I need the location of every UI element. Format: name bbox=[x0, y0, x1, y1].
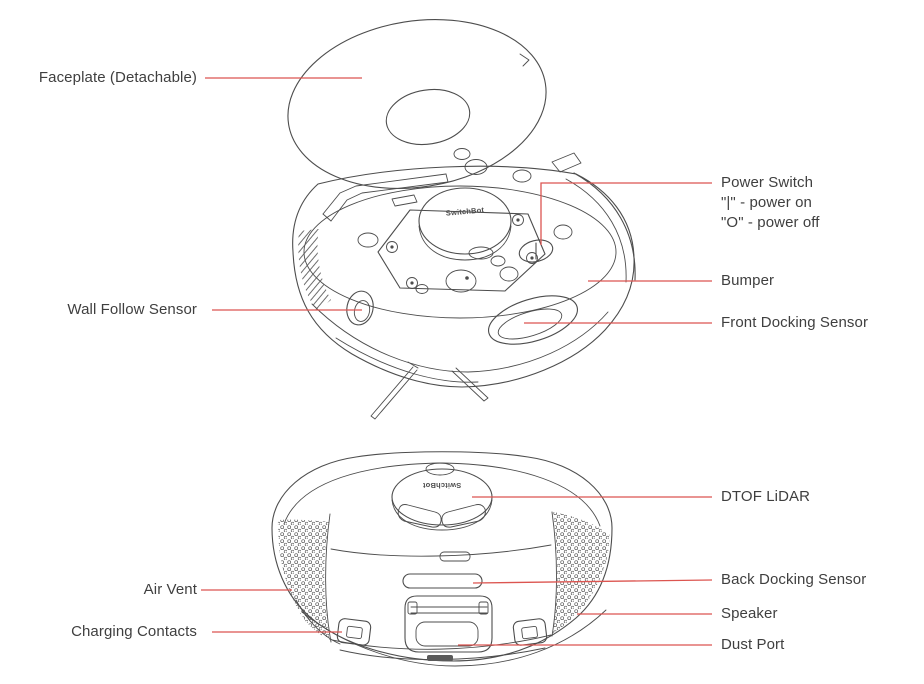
leader-back-docking-sensor bbox=[472, 579, 713, 584]
leader-lines bbox=[201, 77, 713, 646]
lidar-brand-text: SwitchBot bbox=[422, 481, 461, 490]
label-bumper: Bumper bbox=[721, 272, 775, 289]
power-switch-part bbox=[518, 239, 554, 263]
lidar-top-part: SwitchBot bbox=[377, 187, 546, 292]
label-power-switch-title: Power Switch bbox=[721, 174, 814, 191]
side-brushes-part bbox=[370, 361, 489, 420]
robot-body-part bbox=[292, 165, 635, 388]
label-power-switch-off: "O" - power off bbox=[721, 214, 820, 231]
charging-contact-left-part bbox=[336, 618, 372, 646]
label-power-switch: Power Switch "|" - power on "O" - power … bbox=[721, 173, 820, 233]
speaker-vent-right-part bbox=[551, 511, 610, 637]
deck-holes bbox=[357, 169, 573, 294]
leader-power-switch bbox=[540, 182, 712, 245]
air-vent-left-part bbox=[277, 513, 332, 643]
label-dust-port: Dust Port bbox=[721, 636, 785, 653]
label-air-vent: Air Vent bbox=[143, 581, 197, 598]
label-power-switch-on: "|" - power on bbox=[721, 194, 812, 211]
bottom-robot-drawing: SwitchBot bbox=[271, 451, 613, 667]
charging-contact-right-part bbox=[512, 618, 548, 646]
wall-follow-sensor-part bbox=[346, 290, 374, 326]
front-docking-sensor-part bbox=[488, 295, 578, 345]
bottom-notch bbox=[427, 655, 453, 661]
dust-port-part bbox=[404, 595, 493, 653]
label-back-docking-sensor: Back Docking Sensor bbox=[721, 571, 867, 588]
side-grille-part bbox=[298, 229, 331, 311]
label-charging-contacts: Charging Contacts bbox=[71, 623, 197, 640]
lidar-brand-text: SwitchBot bbox=[445, 205, 484, 217]
top-robot-drawing: SwitchBot bbox=[287, 18, 636, 420]
label-front-docking-sensor: Front Docking Sensor bbox=[721, 314, 869, 331]
label-wall-follow-sensor: Wall Follow Sensor bbox=[67, 301, 197, 318]
back-docking-sensor-part bbox=[402, 573, 483, 589]
label-faceplate: Faceplate (Detachable) bbox=[38, 69, 197, 86]
faceplate-part bbox=[287, 18, 547, 190]
bottom-skid-part bbox=[295, 599, 607, 667]
label-speaker: Speaker bbox=[721, 605, 778, 622]
bumper-part bbox=[551, 152, 636, 283]
screw-icon bbox=[386, 214, 538, 289]
rear-panel-part bbox=[330, 544, 552, 650]
label-dtof-lidar: DTOF LiDAR bbox=[721, 488, 811, 505]
